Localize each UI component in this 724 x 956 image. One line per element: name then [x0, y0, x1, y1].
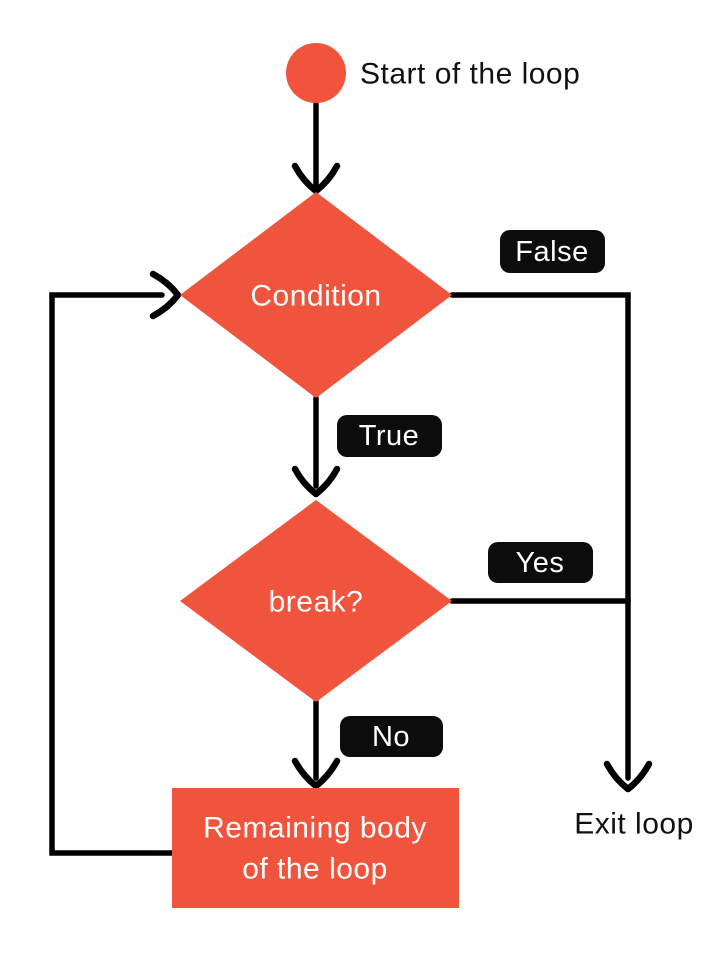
yes-badge-label: Yes: [516, 547, 565, 579]
break-diamond: [180, 500, 452, 702]
edge-condition-false-to-exit: [449, 292, 631, 781]
nodes: Start of the loop Condition break? Remai…: [172, 43, 694, 908]
loop-body-label-line2: of the loop: [242, 853, 388, 886]
no-badge-label: No: [372, 721, 410, 753]
arrowhead-into-break-top-icon: [291, 465, 341, 498]
false-badge: [500, 230, 605, 273]
true-badge-label: True: [359, 420, 420, 452]
arrowhead-exit-icon: [603, 760, 653, 793]
start-node: [286, 43, 346, 103]
edge-loopback: [49, 292, 175, 856]
condition-diamond: [180, 192, 452, 398]
loop-body-label-line1: Remaining body: [203, 812, 427, 845]
false-badge-label: False: [515, 236, 588, 268]
arrowhead-into-body-icon: [291, 757, 341, 790]
true-badge: [337, 415, 442, 457]
arrowhead-into-condition-left-icon: [149, 270, 182, 320]
loop-body-rect: [172, 788, 459, 908]
badges: False True Yes No: [337, 230, 605, 757]
no-badge: [340, 716, 443, 757]
condition-label: Condition: [250, 280, 381, 313]
start-node-label: Start of the loop: [360, 58, 580, 91]
exit-loop-label: Exit loop: [574, 808, 694, 841]
arrowhead-into-condition-top-icon: [291, 162, 341, 195]
break-label: break?: [269, 586, 364, 619]
edges: [49, 101, 653, 856]
yes-badge: [488, 542, 593, 583]
